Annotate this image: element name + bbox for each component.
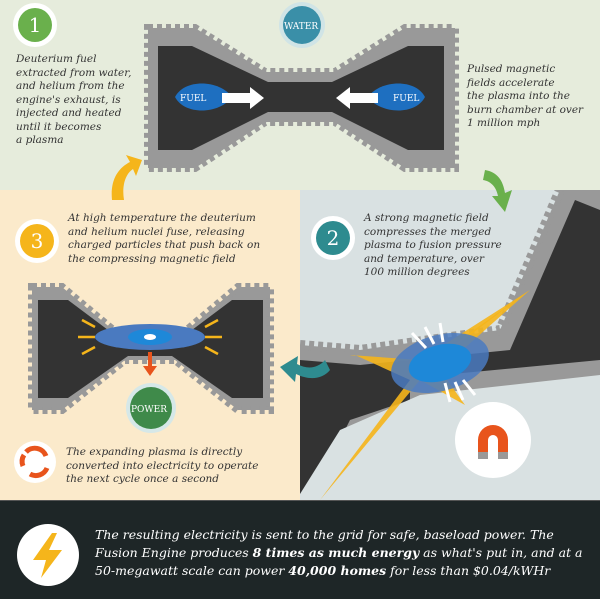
arrow-left-icon [336,87,378,109]
fuel-right-label: FUEL [393,94,419,104]
water-icon [283,6,321,44]
summary-panel [0,500,600,599]
fuel-drop-left [175,83,232,111]
magnet-icon [478,425,508,459]
step1b-text: Pulsed magnetic fields accelerate the pl… [467,63,584,129]
fuel-drop-right [368,83,425,111]
step4-text: The expanding plasma is directly convert… [66,446,259,485]
summary-text: The resulting electricity is sent to the… [95,527,583,578]
lightning-icon [33,533,62,578]
diagram-graphics: FUEL FUEL WATER POWER [14,2,531,483]
step2-badge: 2 [311,216,355,260]
power-icon [130,387,172,429]
step1-badge: 1 [13,3,57,47]
step3-badge: 3 [15,219,59,263]
recycle-icon [19,445,50,478]
flow-arrow-yellow [111,155,142,200]
water-label: WATER [284,22,318,32]
arrow-right-icon [222,87,264,109]
flow-arrow-green [483,170,512,212]
burn-chamber-expanding: POWER [28,283,274,433]
step1-text: Deuterium fuel extracted from water, and… [16,53,132,146]
burn-chamber-top: FUEL FUEL WATER [144,2,459,172]
step3-text: At high temperature the deuterium and he… [68,212,261,265]
power-label: POWER [131,405,167,415]
fuel-left-label: FUEL [180,94,206,104]
flow-arrow-teal [280,356,330,382]
step2-text: A strong magnetic field compresses the m… [364,212,502,278]
